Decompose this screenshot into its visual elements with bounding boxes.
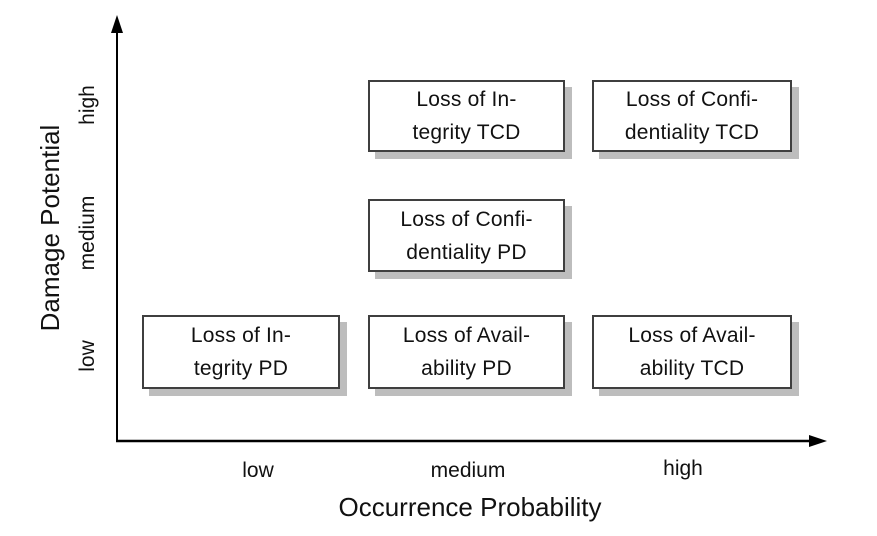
cell-text-line: ability PD (421, 357, 512, 380)
y-tick-high: high (76, 85, 99, 125)
cell-loss-of-integrity-tcd: Loss of In- tegrity TCD (368, 80, 565, 152)
cell-text-line: Loss of In- (416, 88, 517, 111)
y-axis-arrowhead (111, 15, 123, 33)
cell-text-line: Loss of In- (190, 324, 292, 347)
cell-text-line: ability TCD (639, 357, 745, 380)
cell-loss-of-availability-tcd: Loss of Avail- ability TCD (592, 315, 792, 389)
x-tick-medium: medium (430, 459, 506, 482)
cell-loss-of-confidentiality-tcd: Loss of Confi- dentiality TCD (592, 80, 792, 152)
cell-text-line: Loss of Confi- (400, 207, 533, 231)
cell-text-line: tegrity PD (193, 357, 289, 380)
cell-text-line: dentiality TCD (624, 121, 760, 144)
cell-text-line: dentiality PD (406, 240, 527, 264)
x-tick-low: low (242, 459, 274, 482)
x-axis-label: Occurrence Probability (338, 492, 602, 522)
cell-text-line: Loss of Confi- (625, 88, 759, 111)
x-axis-arrowhead (809, 435, 827, 447)
cell-loss-of-integrity-pd: Loss of In- tegrity PD (142, 315, 340, 389)
cell-loss-of-confidentiality-pd: Loss of Confi- dentiality PD (368, 199, 565, 272)
y-tick-medium: medium (76, 195, 99, 271)
x-tick-high: high (663, 457, 703, 480)
y-axis-label: Damage Potential (35, 124, 65, 332)
y-tick-low: low (76, 340, 99, 372)
cell-loss-of-availability-pd: Loss of Avail- ability PD (368, 315, 565, 389)
cell-text-line: Loss of Avail- (628, 324, 756, 347)
cell-text-line: tegrity TCD (412, 121, 521, 144)
cell-text-line: Loss of Avail- (402, 324, 531, 347)
